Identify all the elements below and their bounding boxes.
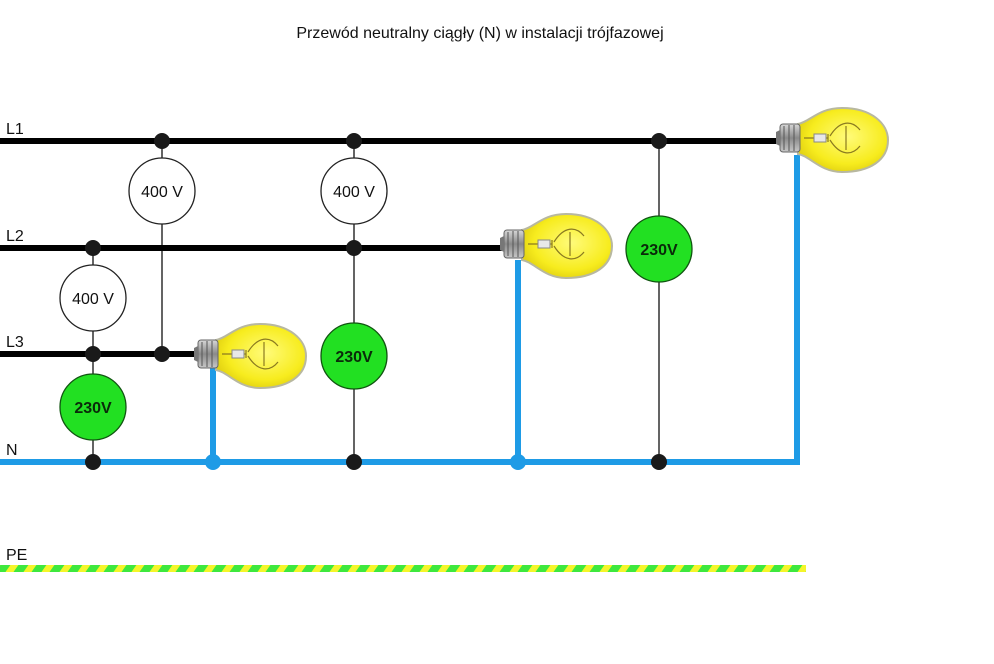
- node: [85, 240, 101, 256]
- node: [510, 454, 526, 470]
- junction-nodes: [85, 133, 667, 470]
- voltmeter-reading: 230V: [335, 349, 373, 366]
- node: [651, 454, 667, 470]
- wire-pe: [0, 565, 806, 572]
- node: [346, 133, 362, 149]
- voltmeter-reading: 400 V: [333, 184, 375, 201]
- node: [154, 346, 170, 362]
- diagram-title: Przewód neutralny ciągły (N) w instalacj…: [296, 25, 663, 42]
- node: [154, 133, 170, 149]
- voltmeter-reading: 400 V: [72, 291, 114, 308]
- label-l3: L3: [6, 334, 24, 351]
- node: [651, 133, 667, 149]
- neutral-nodes: [205, 454, 526, 470]
- voltmeter-l1-l3: 400 V: [128, 157, 196, 225]
- node: [85, 454, 101, 470]
- bulb-l1-icon: [775, 107, 889, 173]
- node: [346, 454, 362, 470]
- voltmeter-reading: 400 V: [141, 184, 183, 201]
- node: [346, 240, 362, 256]
- wire-n: [0, 155, 800, 465]
- voltmeter-l3-n: 230V: [59, 373, 127, 441]
- voltmeter-reading: 230V: [74, 400, 112, 417]
- voltmeter-l1-l2: 400 V: [320, 157, 388, 225]
- voltmeter-l2-n: 230V: [320, 322, 388, 390]
- neutral-main: [0, 155, 800, 465]
- voltmeter-l2-l3: 400 V: [59, 264, 127, 332]
- label-l2: L2: [6, 228, 24, 245]
- voltmeter-reading: 230V: [640, 242, 678, 259]
- voltmeter-l1-n: 230V: [625, 215, 693, 283]
- node: [85, 346, 101, 362]
- label-n: N: [6, 442, 18, 459]
- label-pe: PE: [6, 547, 27, 564]
- label-l1: L1: [6, 121, 24, 138]
- node: [205, 454, 221, 470]
